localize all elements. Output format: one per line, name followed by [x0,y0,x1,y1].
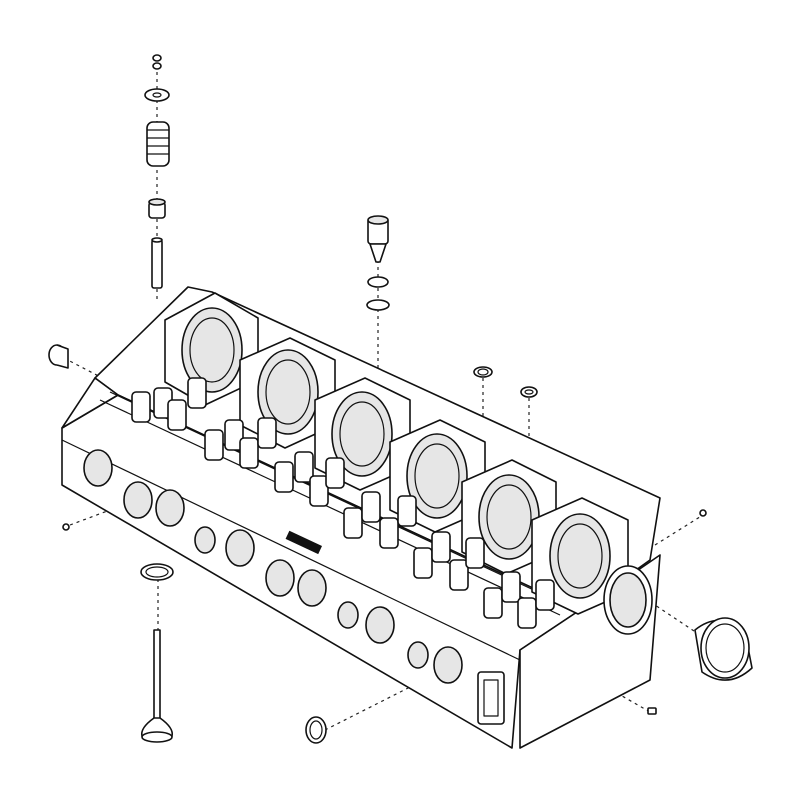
o-ring-lower [366,299,390,311]
valve [140,629,174,743]
front-face-ports [83,449,505,725]
valve-seat-ring [140,563,174,581]
spring-group-1 [131,377,207,431]
valve-spring-stack [131,377,555,629]
injector-sleeve-exploded [366,215,390,311]
spring-group-2 [204,417,277,469]
valve-guide [151,237,163,289]
o-ring-upper [367,276,389,288]
valve-train-exploded [140,54,174,743]
screws [62,509,707,715]
camshaft-bushing [694,617,753,681]
spring-group-5 [413,531,485,591]
expansion-plug-left [48,344,69,369]
valve-keepers [152,54,162,70]
spring-group-6 [483,571,555,629]
end-face-bore [603,565,653,635]
cup-plugs [473,366,538,398]
valve-stem-seal [148,198,166,219]
casting-marking [285,530,323,555]
valve-spring [146,121,170,167]
seal-ring-bottom [305,716,327,744]
spring-group-3 [274,451,345,507]
cylinder-head-body [61,286,661,749]
spring-retainer [144,88,170,102]
spring-group-4 [343,491,417,549]
